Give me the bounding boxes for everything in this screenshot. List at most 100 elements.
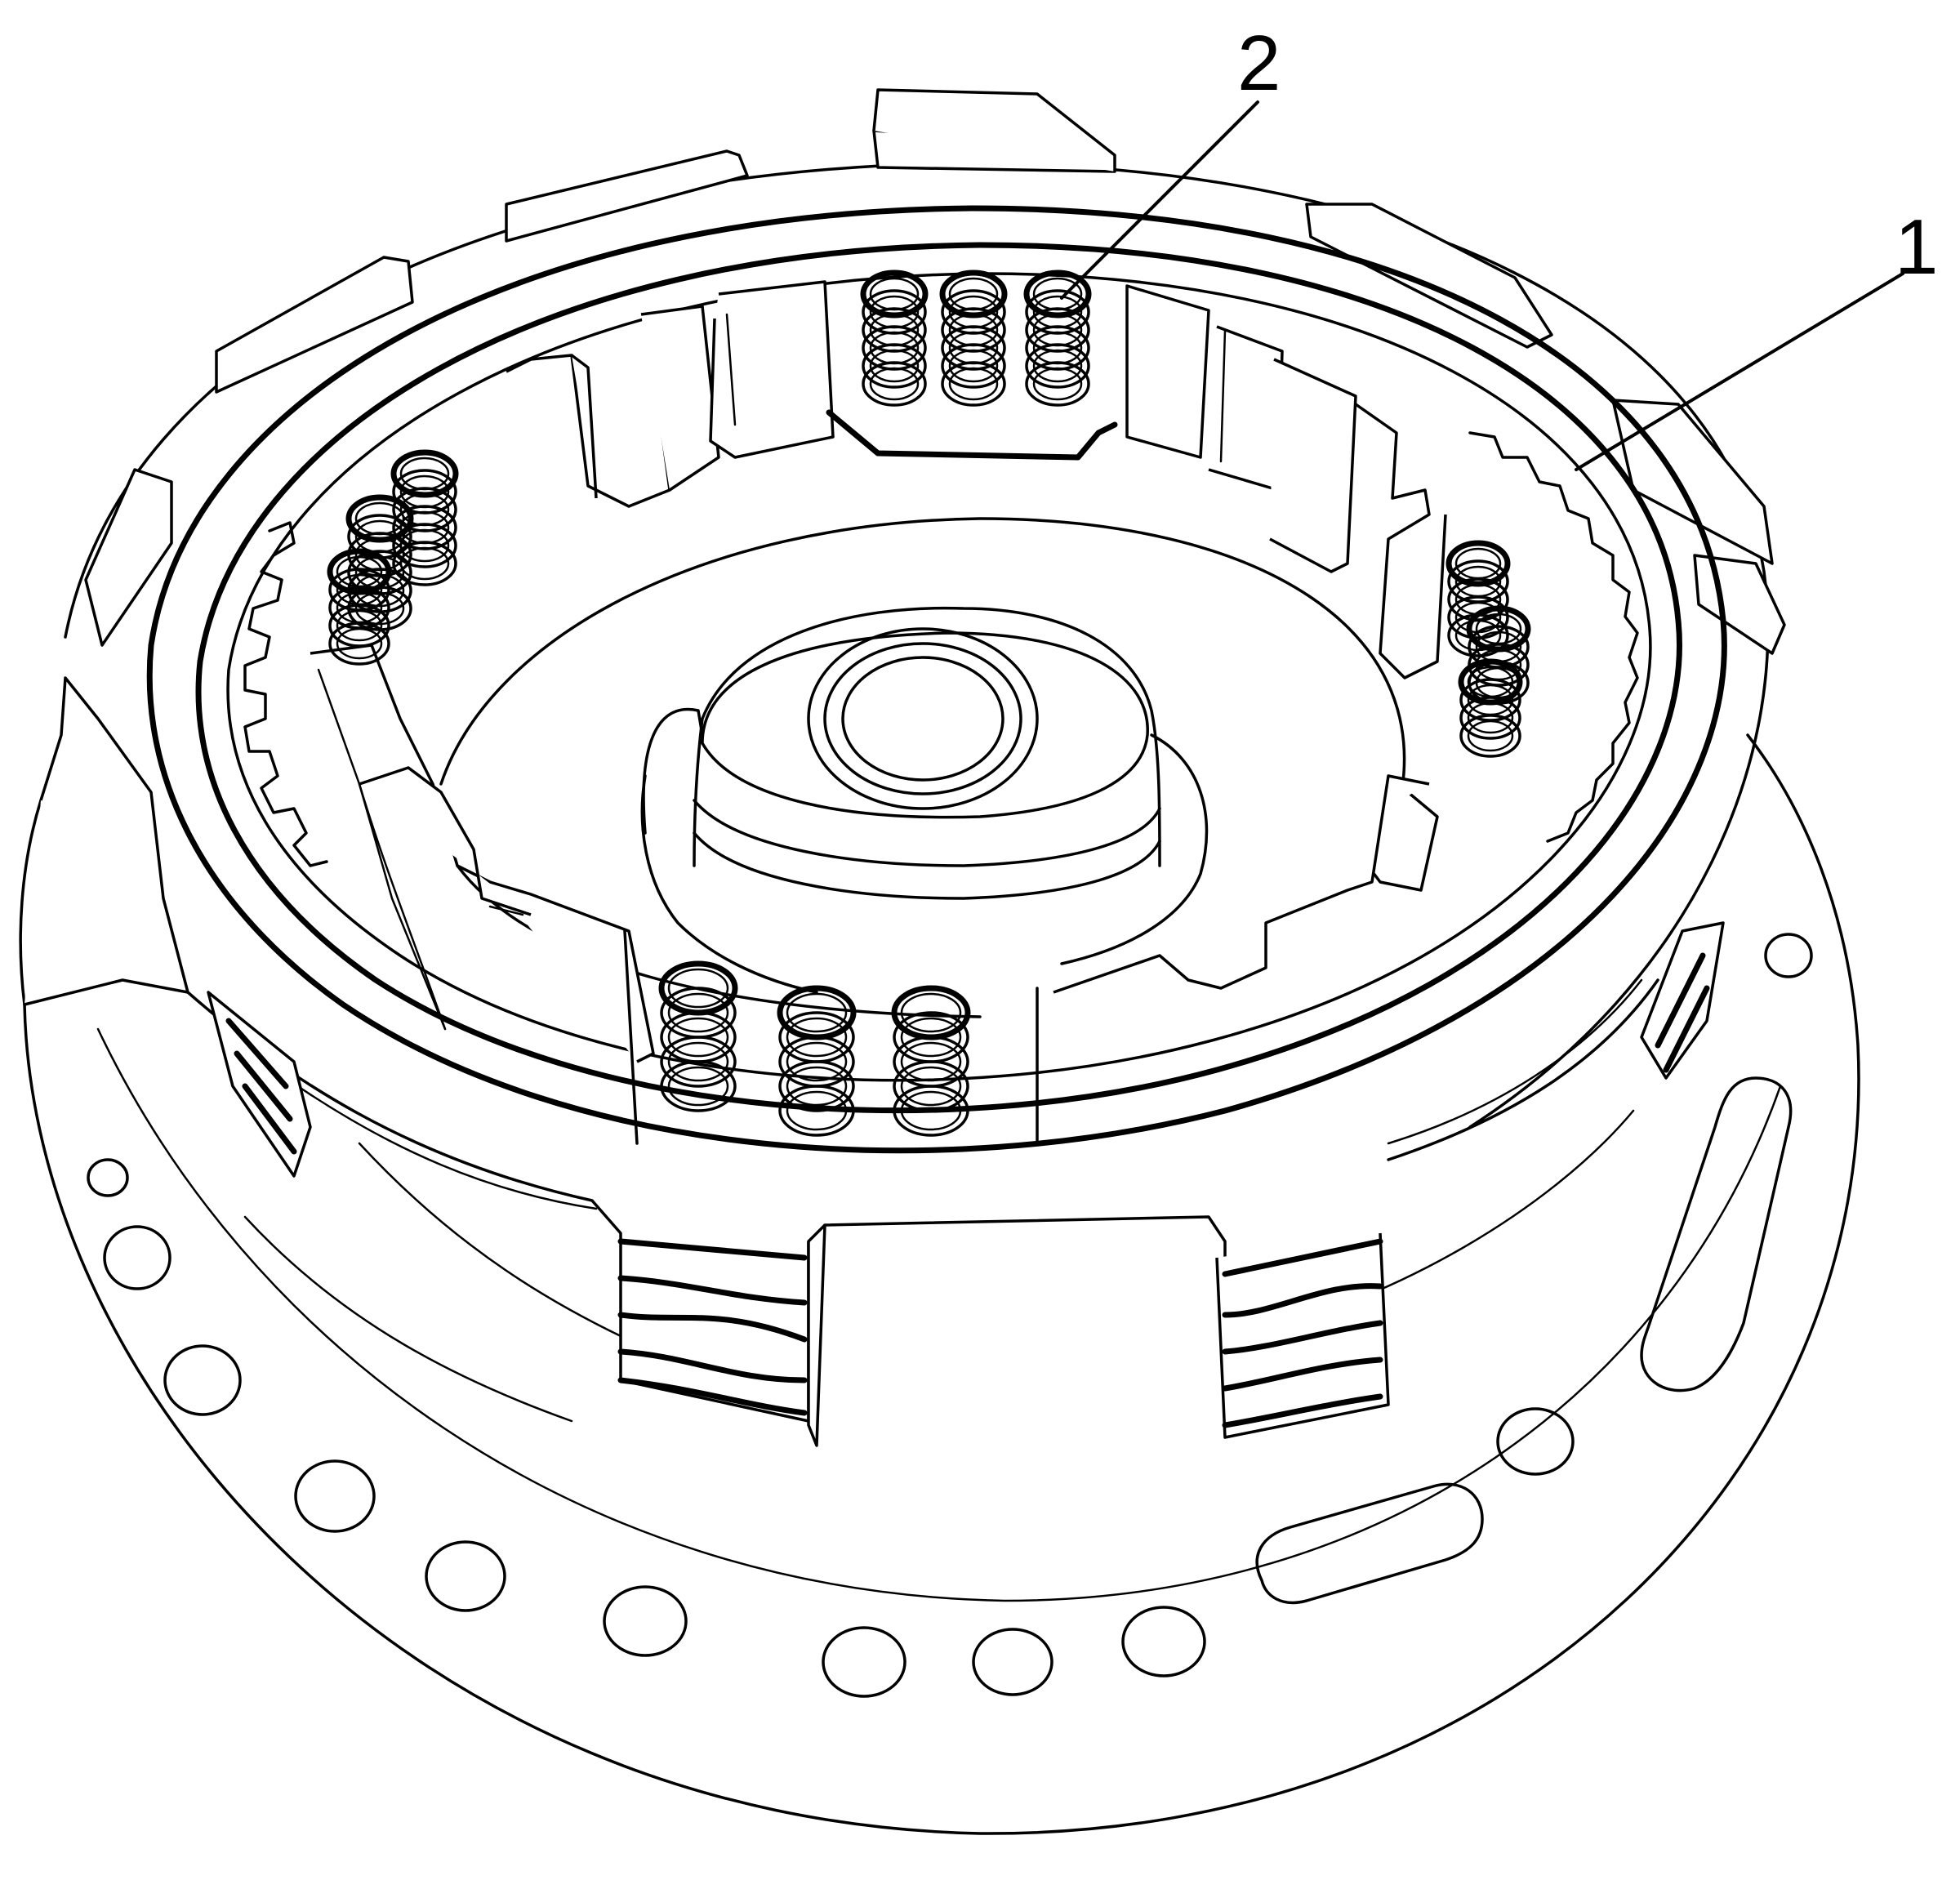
spring-coil-inner bbox=[667, 992, 729, 1033]
plate-right bbox=[1222, 1393, 1383, 1428]
callouts: 2 1 bbox=[1060, 20, 1938, 471]
housing-face-arc-lower-left bbox=[243, 1215, 573, 1423]
spring-coil-inner bbox=[1467, 702, 1514, 734]
spring-coil-inner bbox=[900, 1041, 962, 1082]
callout-label-1: 1 bbox=[1895, 203, 1938, 291]
ring-band-thin bbox=[226, 272, 1652, 1082]
retainer-finger bbox=[709, 280, 835, 459]
spring-coil-inner bbox=[1467, 720, 1514, 752]
side-plate-right bbox=[1655, 952, 1706, 1049]
plate-right bbox=[1222, 1283, 1383, 1318]
spring-coil bbox=[660, 1036, 737, 1088]
spring-retainer bbox=[310, 280, 1447, 1145]
hub-step-2 bbox=[693, 831, 1161, 900]
spring-coil-inner bbox=[399, 528, 450, 563]
plate-right bbox=[1222, 1357, 1383, 1392]
rim-lower-tab-left bbox=[24, 676, 189, 1006]
side-plate-right bbox=[1663, 985, 1710, 1073]
spring-coil-inner bbox=[1032, 349, 1083, 383]
ring-tab bbox=[872, 88, 1116, 172]
plate-left bbox=[617, 1377, 808, 1416]
ring-tab bbox=[1693, 554, 1786, 655]
clutch-outer-ring bbox=[64, 88, 1786, 1154]
housing-face-line bbox=[96, 1027, 1782, 1602]
spring-coil-inner bbox=[786, 1090, 848, 1131]
spring-seat bbox=[826, 409, 1118, 461]
retainer-post bbox=[623, 929, 639, 1145]
spring-coil-inner bbox=[336, 609, 383, 642]
housing-outer-bottom-edge bbox=[23, 733, 1860, 1835]
housing-hole bbox=[1764, 933, 1813, 978]
spring-coil bbox=[778, 1085, 855, 1137]
retainer-segment-left-edge bbox=[317, 668, 447, 1031]
spring-coil bbox=[941, 343, 1006, 389]
leader-line-2 bbox=[1060, 100, 1259, 300]
housing-slot bbox=[1640, 1076, 1793, 1392]
spring-coil bbox=[328, 604, 390, 648]
drum-lip-right bbox=[1387, 978, 1643, 1145]
teeth-left bbox=[243, 521, 328, 867]
retainer-finger bbox=[1125, 284, 1210, 459]
spring-coil-inner bbox=[667, 968, 729, 1009]
spring-coil bbox=[392, 523, 457, 568]
spring-coil bbox=[1447, 595, 1509, 639]
clutch-plate-teeth bbox=[243, 431, 1639, 867]
side-plate-left bbox=[225, 1018, 289, 1089]
housing-hole bbox=[294, 1459, 376, 1533]
hub-flange-right bbox=[1060, 733, 1209, 965]
spring-coil-inner bbox=[399, 546, 450, 581]
hub-bore-mid bbox=[823, 642, 1022, 795]
retainer-finger-edge bbox=[725, 313, 737, 426]
inner-basin bbox=[439, 517, 1406, 818]
plate-right bbox=[1222, 1320, 1383, 1355]
leader-line-1 bbox=[1575, 272, 1904, 471]
retainer-segment-right bbox=[1053, 774, 1430, 994]
spring-coil bbox=[1459, 714, 1521, 758]
clutch-housing bbox=[19, 733, 1860, 1835]
spring-coil bbox=[392, 541, 457, 586]
spring-coil bbox=[941, 361, 1006, 407]
housing-left-side bbox=[19, 799, 42, 1006]
housing-hole bbox=[163, 1344, 242, 1416]
housing-hole bbox=[87, 1158, 129, 1197]
ring-band-inner bbox=[195, 242, 1682, 1114]
spring-coil bbox=[893, 1060, 969, 1112]
inner-basin-lower bbox=[456, 864, 982, 1018]
housing-slot bbox=[1255, 1482, 1484, 1605]
spring-coil bbox=[862, 361, 927, 407]
hub-flange-left bbox=[640, 774, 818, 994]
plate-left bbox=[617, 1275, 808, 1306]
housing-hole bbox=[103, 1225, 172, 1290]
spring-coil-inner bbox=[900, 1090, 962, 1131]
retainer-segment-left-edge bbox=[488, 905, 524, 916]
side-plate-left bbox=[234, 1050, 293, 1122]
plate-left bbox=[617, 1348, 808, 1383]
spring-coil-inner bbox=[667, 1066, 729, 1107]
drum-front-right bbox=[1387, 978, 1659, 1161]
housing-hole bbox=[972, 1628, 1054, 1696]
spring-coil-inner bbox=[786, 992, 848, 1033]
spring-coil bbox=[1459, 696, 1521, 740]
spring-coil-inner bbox=[900, 1017, 962, 1058]
drum-lip-left bbox=[284, 1076, 598, 1210]
piston-return-springs bbox=[327, 270, 1531, 1137]
spring-coil-inner bbox=[900, 1066, 962, 1107]
drum-tab-left bbox=[807, 1215, 1227, 1447]
housing-hole bbox=[603, 1585, 688, 1657]
clutch-plate-stacks bbox=[24, 676, 1725, 1447]
retainer-finger bbox=[1269, 358, 1357, 573]
hub-step-1 bbox=[693, 799, 1161, 867]
retainer-segment-left bbox=[310, 644, 655, 1063]
retainer-segment-left-tab bbox=[359, 766, 532, 916]
spring-coil bbox=[328, 622, 390, 666]
spring-coil-inner bbox=[900, 992, 962, 1033]
spring-coil-inner bbox=[869, 367, 920, 401]
spring-coil bbox=[778, 1060, 855, 1112]
spring-coil bbox=[862, 343, 927, 389]
plate-stack-left-frame bbox=[590, 1199, 826, 1423]
retainer-finger bbox=[1208, 325, 1284, 492]
spring-coil-inner bbox=[869, 349, 920, 383]
hub-bore-inner bbox=[841, 656, 1004, 782]
